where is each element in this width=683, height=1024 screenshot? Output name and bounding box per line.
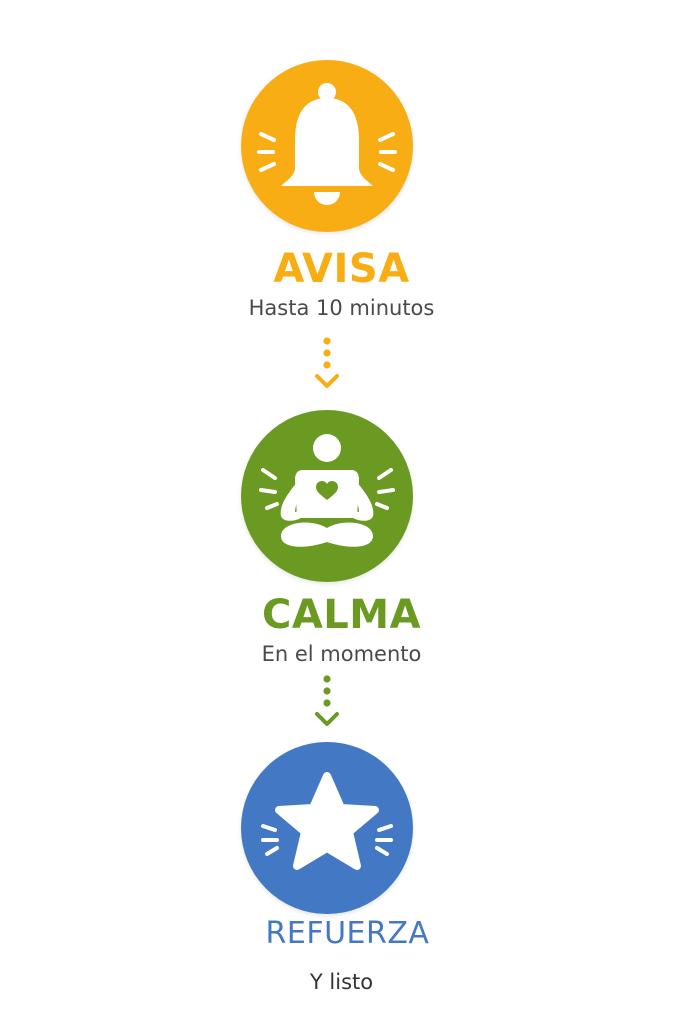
dotted-down-arrow-icon	[315, 337, 339, 388]
bell-icon	[257, 83, 397, 205]
step-subtitle-refuerza: Y listo	[309, 970, 374, 994]
step-subtitle-calma: En el momento	[261, 642, 422, 666]
star-icon	[261, 772, 393, 870]
calma-circle	[241, 410, 413, 582]
step-subtitle-avisa: Hasta 10 minutos	[248, 296, 435, 320]
avisa-circle	[241, 60, 413, 232]
step-title-avisa: AVISA	[273, 246, 410, 292]
refuerza-circle	[241, 742, 413, 914]
step-title-refuerza: REFUERZA	[265, 916, 430, 951]
dotted-down-arrow-icon	[315, 675, 339, 726]
meditation-heart-icon	[259, 434, 395, 547]
step-title-calma: CALMA	[261, 592, 422, 638]
